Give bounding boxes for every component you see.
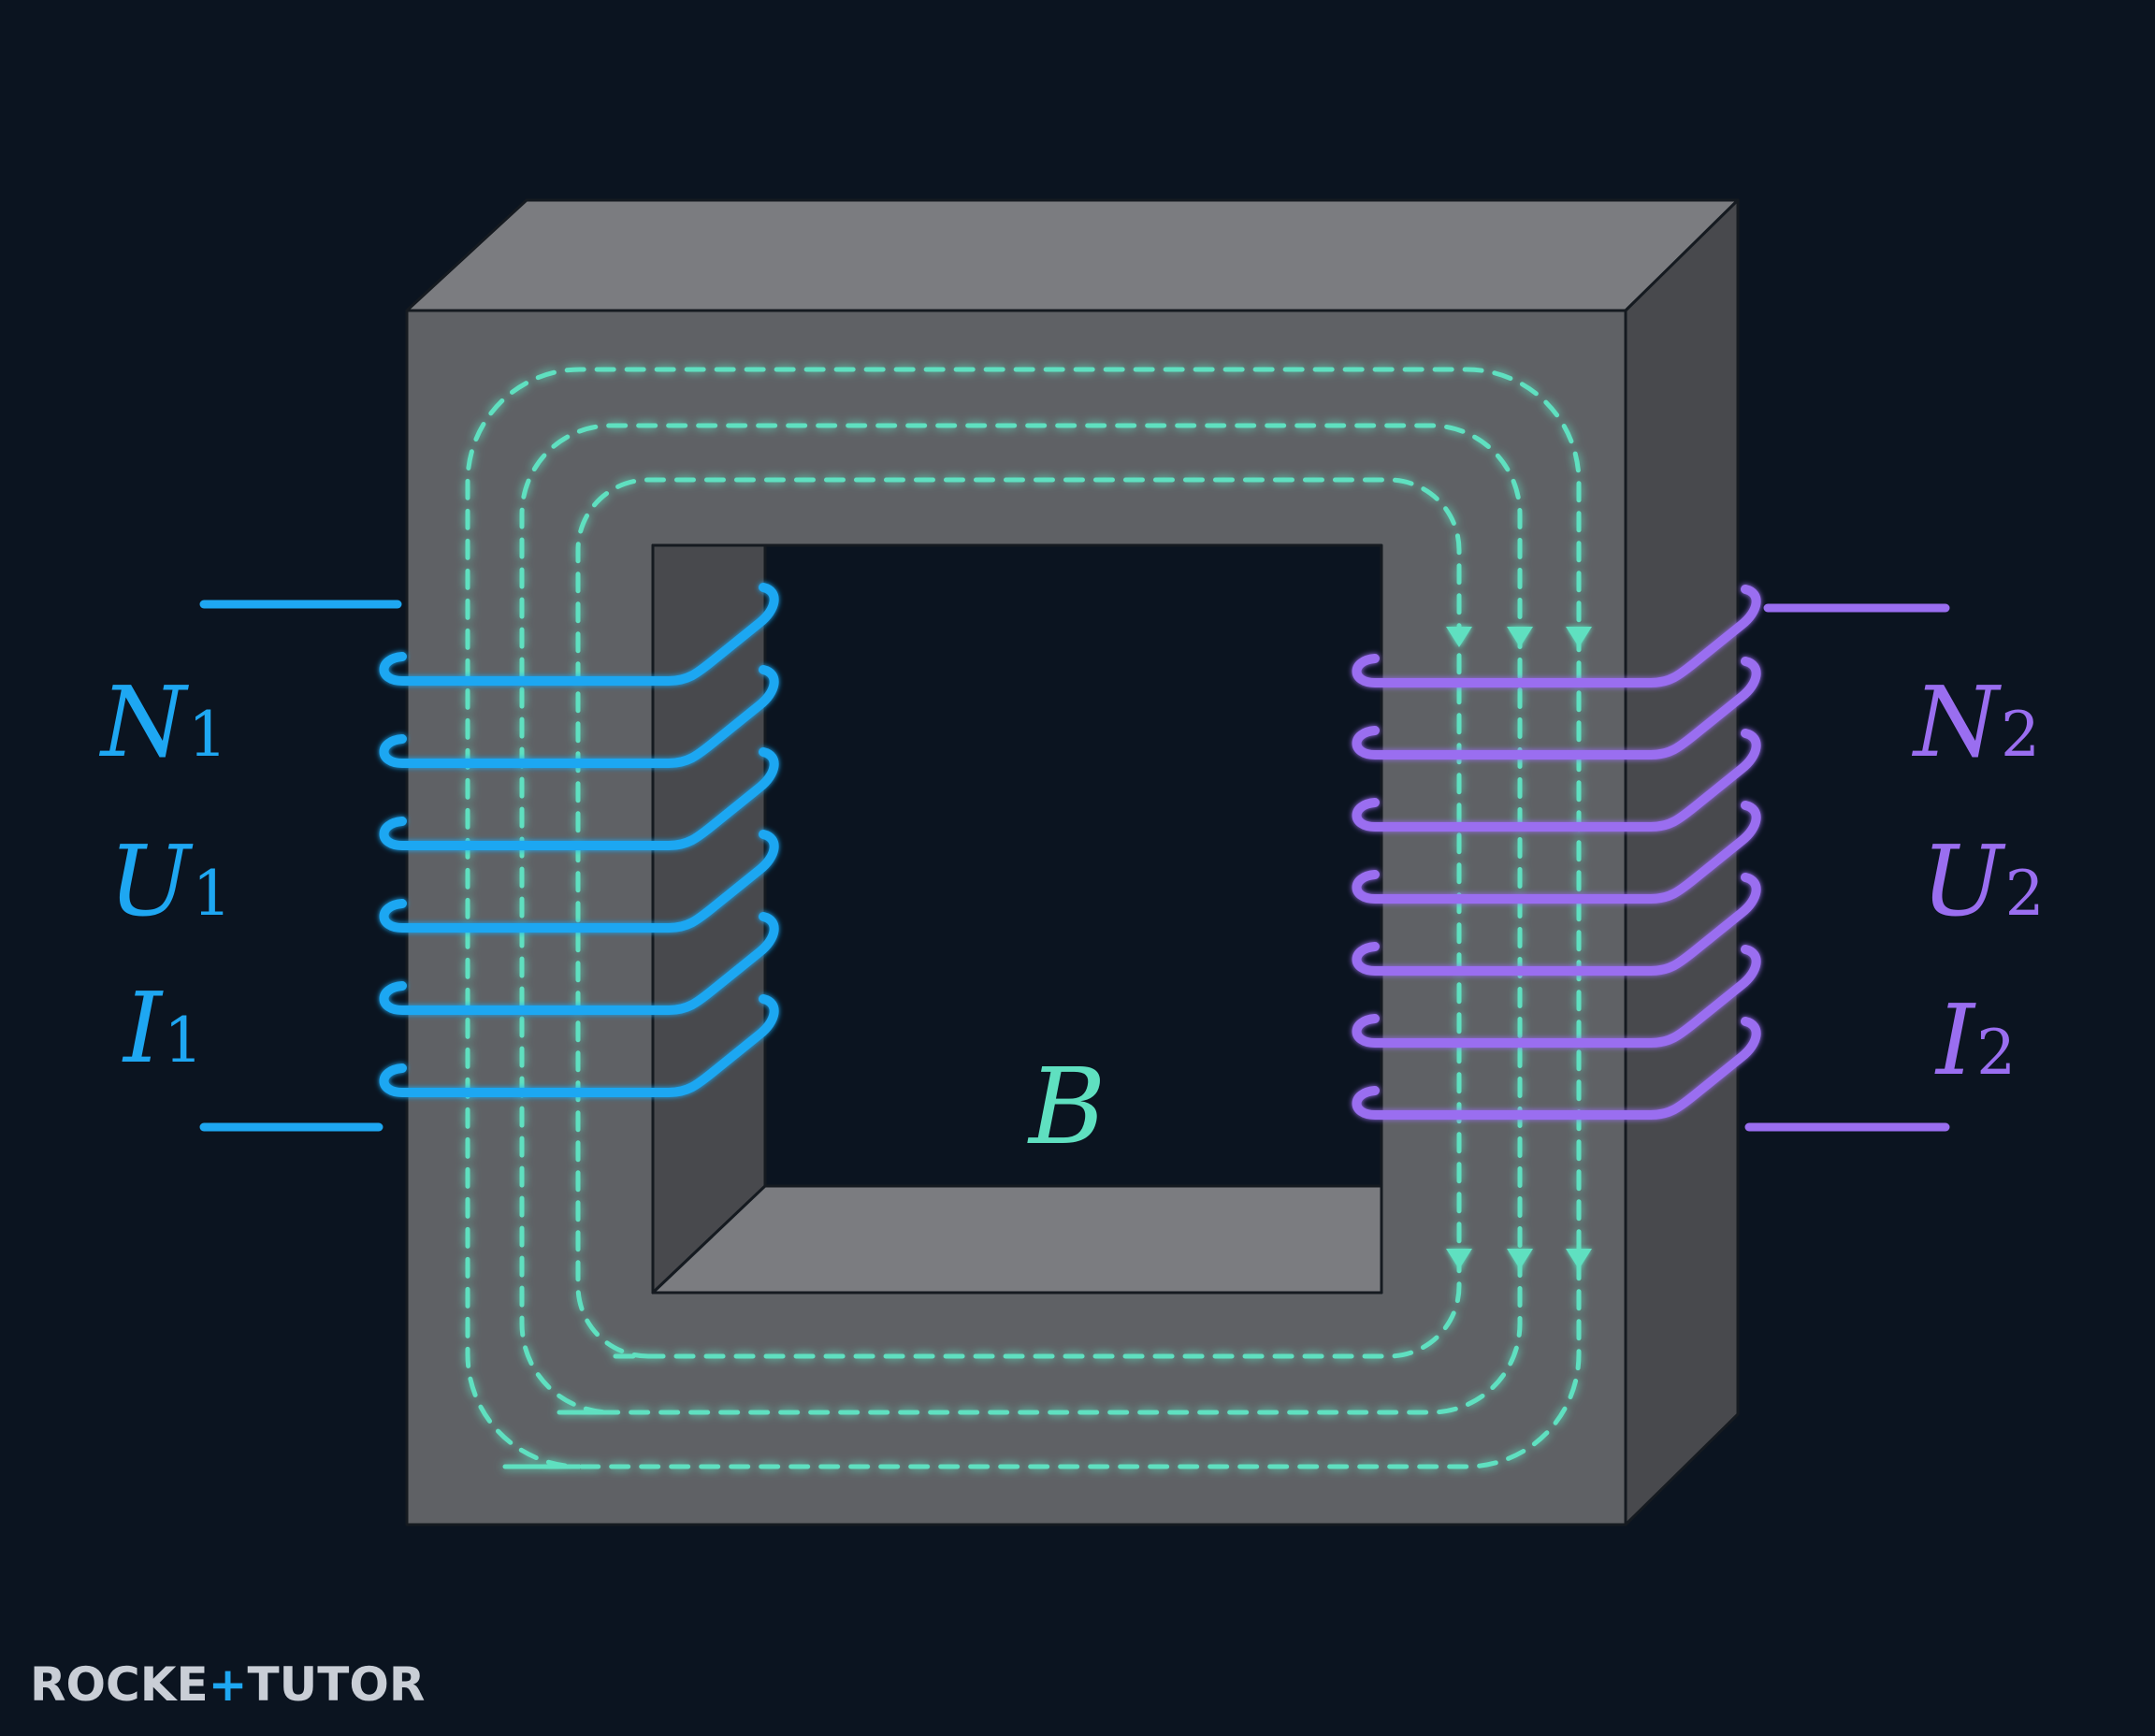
secondary-coil-turn xyxy=(1352,945,1761,1048)
primary-coil-turn xyxy=(379,912,779,1015)
core-front-face xyxy=(405,309,1627,1526)
logo-text-part1: ROCKE xyxy=(30,1657,209,1712)
logo-text-part3: R xyxy=(389,1657,426,1712)
flux-arrow xyxy=(1507,1249,1533,1269)
flux-line xyxy=(465,367,1582,1469)
secondary-voltage-label: U2 xyxy=(1921,824,2045,938)
secondary-current-label: I2 xyxy=(1934,983,2016,1097)
primary-coil-turn xyxy=(379,665,779,768)
primary-coil xyxy=(199,583,779,1132)
primary-coil-turn xyxy=(379,583,779,686)
secondary-coil-turn xyxy=(1352,801,1761,904)
secondary-coil-turn xyxy=(1352,585,1761,687)
secondary-turns-label: N2 xyxy=(1911,665,2040,779)
flux-line xyxy=(575,477,1462,1359)
core-top-face xyxy=(405,198,1740,312)
flux-arrow xyxy=(1566,1249,1592,1269)
flux-arrow xyxy=(1566,627,1592,647)
svg-text:ROCKE+TUTOR: ROCKE+TUTOR xyxy=(30,1657,425,1712)
logo-text-part2: TUTO xyxy=(248,1657,389,1712)
secondary-coil xyxy=(1352,585,1950,1132)
flux-lines xyxy=(465,367,1592,1469)
flux-arrow xyxy=(1446,1249,1472,1269)
primary-current-label: I1 xyxy=(122,971,203,1085)
secondary-labels: N2 U2 I2 xyxy=(1911,665,2045,1097)
iron-core xyxy=(405,198,1740,1526)
window-bottom-inner-face xyxy=(651,1184,1383,1295)
primary-turns-label: N1 xyxy=(98,665,227,779)
window-left-inner-face xyxy=(651,543,767,1295)
flux-label: B xyxy=(1027,1047,1106,1168)
primary-coil-turn xyxy=(379,830,779,933)
secondary-coil-turn xyxy=(1352,657,1761,760)
secondary-coil-turn xyxy=(1352,1017,1761,1120)
primary-voltage-label: U1 xyxy=(108,824,232,938)
logo-plus-glyph: + xyxy=(209,1657,248,1712)
flux-arrow xyxy=(1507,627,1533,647)
brand-logo: ROCKE+TUTOR xyxy=(30,1657,425,1712)
secondary-coil-turn xyxy=(1352,873,1761,976)
primary-coil-turn xyxy=(379,747,779,850)
primary-labels: N1 U1 I1 xyxy=(98,665,232,1085)
flux-arrow xyxy=(1446,627,1472,647)
primary-coil-turn xyxy=(379,994,779,1097)
secondary-coil-turn xyxy=(1352,729,1761,832)
